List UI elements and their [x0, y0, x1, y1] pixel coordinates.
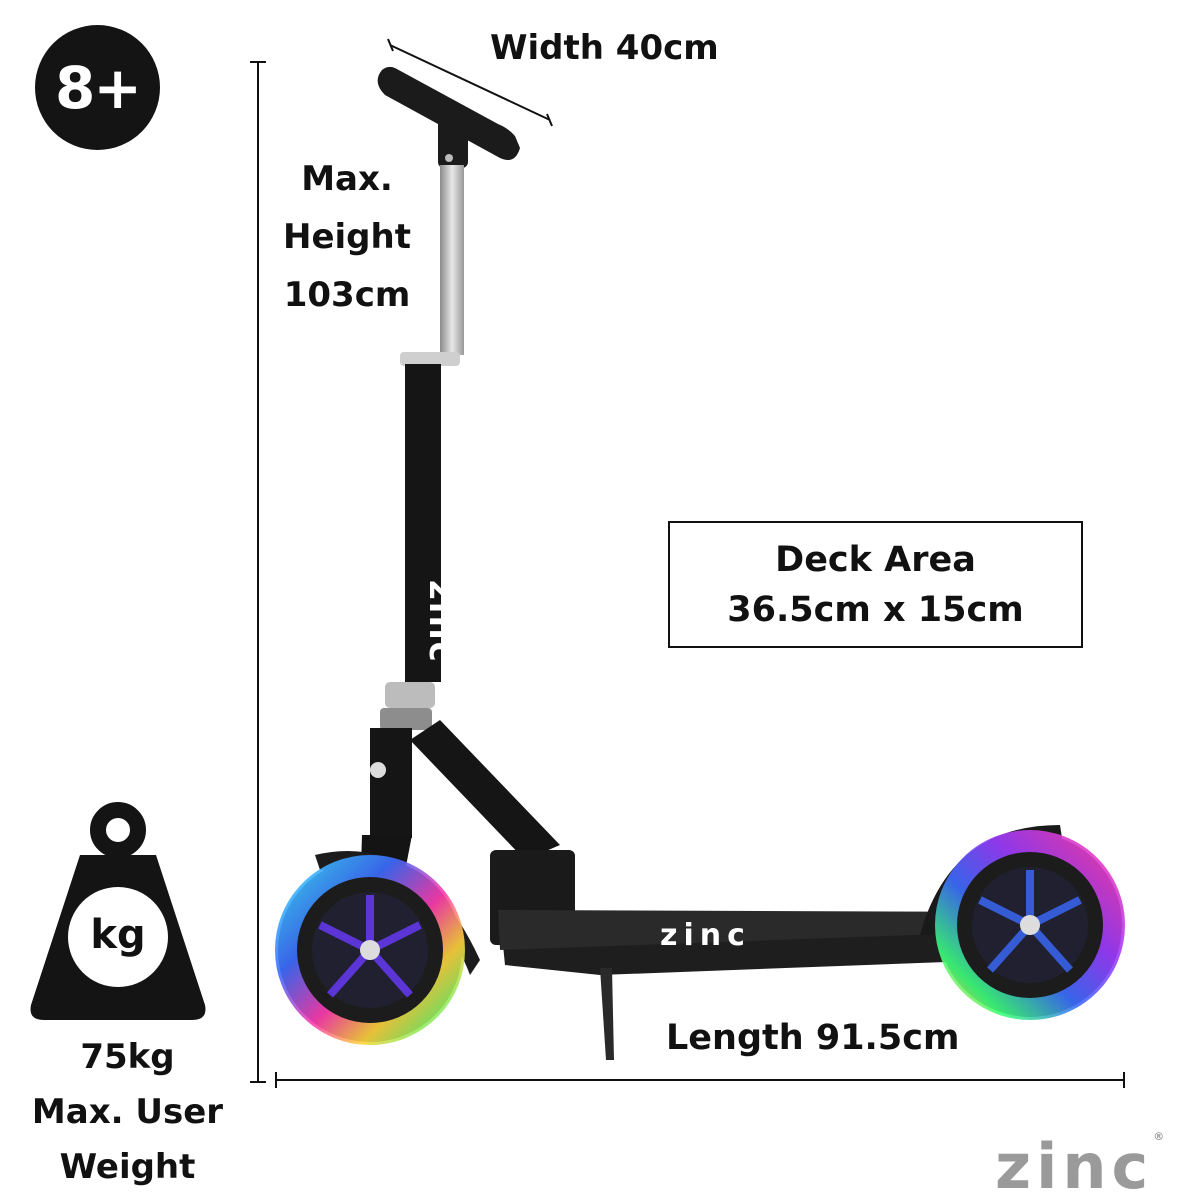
height-label-line1: Max.: [301, 159, 393, 199]
fold-joint: [385, 682, 435, 708]
kickstand: [600, 968, 614, 1060]
max-weight-line3: Weight: [59, 1147, 196, 1187]
deck-area-title: Deck Area: [775, 539, 976, 580]
deck-area-box: Deck Area 36.5cm x 15cm: [668, 521, 1083, 648]
max-weight-line2: Max. User: [31, 1092, 224, 1132]
width-dimension-line: [387, 38, 553, 127]
stem-clamp: [400, 352, 460, 366]
brand-logo: zinc®: [995, 1130, 1165, 1203]
deck-area-size: 36.5cm x 15cm: [727, 589, 1024, 630]
front-wheel: [275, 855, 465, 1045]
height-label-line3: 103cm: [283, 275, 411, 315]
length-label: Length 91.5cm: [666, 1018, 960, 1058]
scooter: zinc: [275, 66, 1125, 1060]
weight-icon-label: kg: [90, 912, 146, 958]
height-label: Max. Height 103cm: [262, 150, 432, 324]
handlebar: [377, 66, 520, 168]
height-label-line2: Height: [283, 217, 411, 257]
upper-stem: [440, 165, 464, 355]
lower-stem: [405, 364, 441, 682]
folding-arm: [410, 720, 560, 860]
age-badge: 8+: [35, 25, 160, 150]
weight-icon: [30, 802, 206, 1020]
max-weight-label: 75kg Max. User Weight: [10, 1030, 245, 1195]
deck-logo: zinc: [660, 918, 751, 953]
stem-logo: zinc: [421, 580, 461, 664]
deck: zinc: [498, 910, 1052, 975]
max-weight-value: 75kg: [80, 1037, 175, 1077]
rear-wheel: [935, 830, 1125, 1020]
length-dimension-line: [275, 1072, 1125, 1088]
width-label: Width 40cm: [490, 28, 719, 68]
height-dimension-line: [250, 61, 266, 1083]
